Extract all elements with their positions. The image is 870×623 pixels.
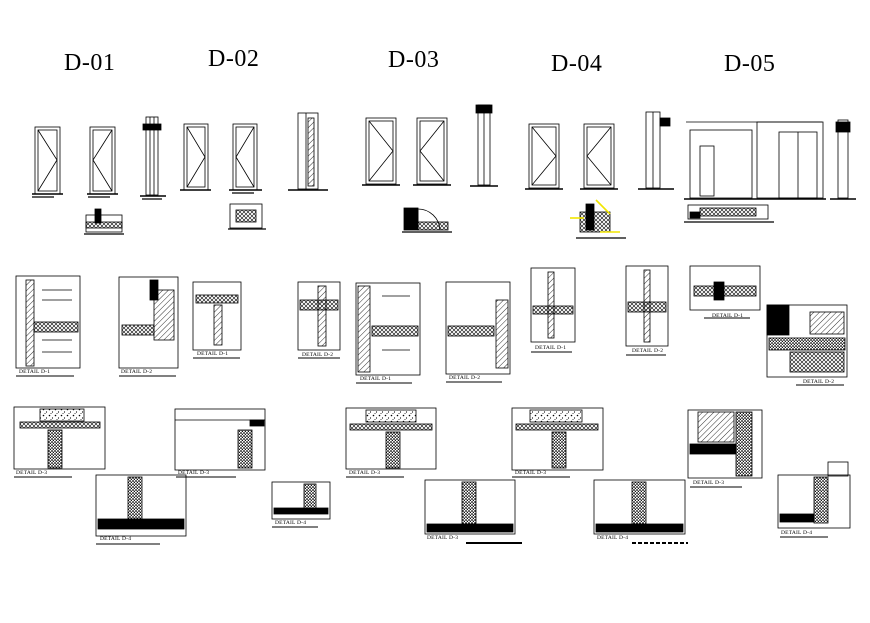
d05-detail-1-frame [689, 265, 761, 319]
caption-d03-detail-4: DETAIL D-3 [427, 535, 459, 541]
caption-d02-detail-2: DETAIL D-2 [302, 352, 334, 358]
caption-d05-detail-4: DETAIL D-4 [781, 530, 813, 536]
door-type-title-d02: D-02 [208, 46, 260, 72]
d01-detail-4-frame [95, 474, 187, 545]
caption-d01-detail-4: DETAIL D-4 [100, 536, 132, 542]
caption-d04-detail-2: DETAIL D-2 [632, 348, 664, 354]
d04-detail-2-frame [625, 265, 669, 356]
d03-detail-3-frame [345, 407, 437, 478]
d03-detail-4-frame [424, 479, 522, 544]
door-type-title-d03: D-03 [388, 47, 440, 73]
caption-d05-detail-3: DETAIL D-3 [693, 480, 725, 486]
d01-detail-1-frame [15, 275, 81, 377]
d03-detail-1-frame [355, 282, 421, 384]
d05-detail-2-frame [766, 304, 848, 386]
d02-detail-1-frame [192, 281, 242, 359]
caption-d04-detail-1: DETAIL D-1 [535, 345, 567, 351]
d02-detail-2-frame [297, 281, 341, 359]
d01-plan-detail [84, 208, 124, 235]
caption-d01-detail-2: DETAIL D-2 [121, 369, 153, 375]
d04-elevation-front [525, 123, 563, 190]
caption-d02-detail-1: DETAIL D-1 [197, 351, 229, 357]
d01-detail-3-frame [13, 406, 106, 478]
d05-elevation [684, 121, 826, 200]
d02-plan-detail [228, 203, 266, 230]
door-type-title-d04: D-04 [551, 51, 603, 77]
d02-detail-3-frame [174, 408, 266, 478]
caption-d03-detail-1: DETAIL D-1 [360, 376, 392, 382]
d03-elevation-back [413, 117, 451, 186]
d01-section [140, 116, 166, 200]
caption-d01-detail-1: DETAIL D-1 [19, 369, 51, 375]
d04-detail-4-frame [593, 479, 688, 544]
caption-d03-detail-2: DETAIL D-2 [449, 375, 481, 381]
d02-detail-4-frame [271, 481, 331, 528]
d04-detail-3-frame [511, 407, 604, 478]
d05-plan-detail [684, 204, 774, 223]
d04-detail-1-frame [530, 267, 576, 353]
caption-d04-detail-3: DETAIL D-3 [515, 470, 547, 476]
caption-d03-detail-3: DETAIL D-3 [349, 470, 381, 476]
d01-elevation-back [87, 126, 118, 198]
door-type-title-d05: D-05 [724, 51, 776, 77]
d01-detail-2-frame [118, 276, 179, 377]
caption-d01-detail-3: DETAIL D-3 [16, 470, 48, 476]
d05-detail-3-frame [687, 409, 763, 488]
d05-section [830, 119, 856, 200]
d03-section [470, 104, 498, 187]
d02-elevation-back [229, 123, 262, 194]
caption-d04-detail-4: DETAIL D-4 [597, 535, 629, 541]
d03-elevation-front [362, 117, 400, 186]
d04-plan-detail [570, 199, 626, 239]
d01-elevation-front [32, 126, 63, 198]
d04-section [638, 111, 674, 190]
d02-elevation-front [180, 123, 211, 191]
caption-d02-detail-3: DETAIL D-3 [178, 470, 210, 476]
caption-d05-detail-2: DETAIL D-2 [803, 379, 835, 385]
door-type-title-d01: D-01 [64, 50, 116, 76]
d04-elevation-back [580, 123, 618, 190]
caption-d02-detail-4: DETAIL D-4 [275, 520, 307, 526]
d02-section [288, 112, 328, 191]
caption-d05-detail-1: DETAIL D-1 [712, 313, 744, 319]
d03-detail-2-frame [445, 281, 511, 383]
d05-detail-4-frame [777, 461, 851, 538]
d03-plan-detail [402, 207, 452, 233]
